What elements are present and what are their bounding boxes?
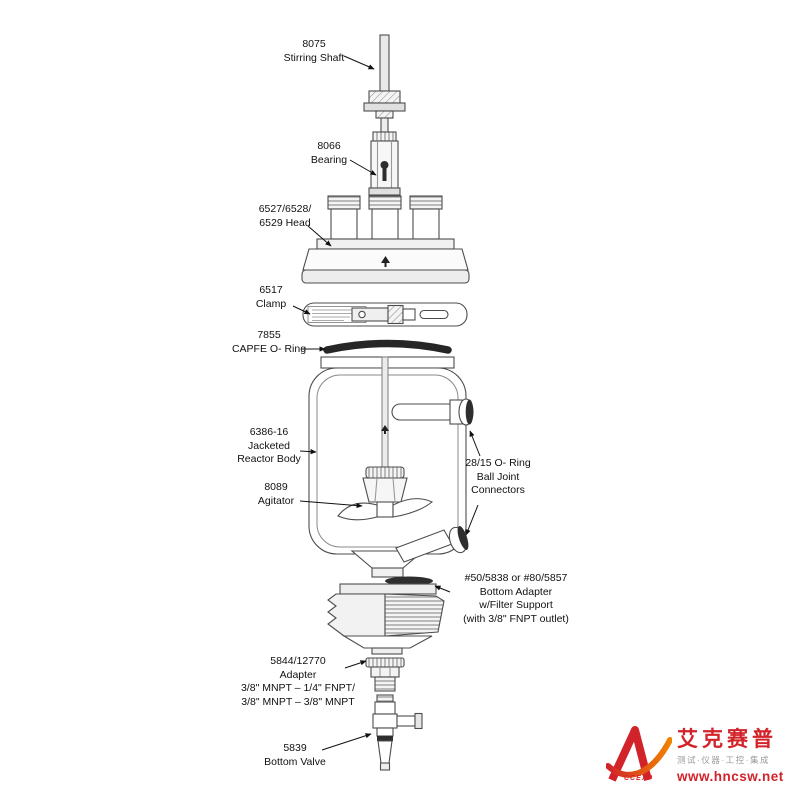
capfe-o-ring-drawing — [323, 339, 452, 354]
label-head: 6527/6528/ 6529 Head — [233, 203, 337, 230]
part-name: Stirring Shaft — [283, 51, 345, 64]
label-bearing: 8066 Bearing — [283, 140, 375, 167]
brand-tagline: 测试·仪器·工控·集成 — [677, 755, 770, 765]
shaft-coupling-drawing — [363, 90, 406, 133]
part-number: #50/5838 or #80/5857 — [464, 572, 568, 584]
part-name: Jacketed — [247, 439, 291, 452]
logo-a-icon — [605, 726, 673, 782]
leader-lines — [292, 55, 481, 751]
part-name: w/Filter Support — [479, 599, 553, 611]
ball-joint-upper-drawing — [449, 398, 474, 426]
label-clamp: 6517 Clamp — [225, 284, 317, 311]
part-name: Bearing — [310, 153, 348, 166]
part-name: 3/8" MNPT – 1/4" FNPT/ — [240, 682, 356, 694]
part-name: Bottom Valve — [264, 755, 326, 768]
bottom-adapter-drawing — [327, 576, 445, 655]
part-number: 8066 — [317, 140, 341, 152]
part-number: 8075 — [302, 38, 326, 50]
part-name: Ball Joint — [476, 470, 520, 483]
part-number: 8089 — [264, 481, 288, 493]
label-agitator: 8089 Agitator — [230, 481, 322, 508]
part-number: 7855 — [257, 329, 281, 341]
part-number: 6386-16 — [249, 426, 289, 438]
part-name: Adapter — [279, 668, 317, 681]
agitator-drawing — [337, 466, 434, 521]
ball-joint-lower-drawing — [395, 526, 469, 563]
part-name: Connectors — [471, 484, 525, 496]
reactor-head-drawing — [301, 195, 470, 284]
part-number: 5844/12770 — [270, 655, 326, 667]
logo-letters: CCEXP — [624, 775, 654, 782]
part-name: 3/8" MNPT – 3/8" MNPT — [241, 695, 355, 708]
label-bottom-adapter: #50/5838 or #80/5857 Bottom Adapter w/Fi… — [437, 572, 595, 626]
brand-logo: CCEXP 艾克赛普 测试·仪器·工控·集成 www.hncsw.net — [605, 724, 796, 788]
part-name: 28/15 O- Ring — [465, 457, 531, 469]
stirring-shaft-drawing — [379, 34, 390, 92]
label-capfe-o-ring: 7855 CAPFE O- Ring — [206, 329, 332, 356]
part-number: 6527/6528/ — [258, 203, 312, 215]
label-bottom-valve: 5839 Bottom Valve — [247, 742, 343, 769]
brand-url: www.hncsw.net — [677, 769, 784, 784]
brand-name: 艾克赛普 — [677, 728, 777, 751]
bearing-drawing — [368, 131, 401, 196]
part-name: Agitator — [257, 494, 295, 507]
brand-logo-text: 艾克赛普 测试·仪器·工控·集成 www.hncsw.net — [677, 724, 784, 784]
part-name: Bottom Adapter — [479, 585, 553, 598]
adapter-drawing — [365, 657, 405, 692]
label-ball-joint-connectors: 28/15 O- Ring Ball Joint Connectors — [445, 457, 551, 498]
clamp-drawing — [302, 302, 468, 327]
part-name: (with 3/8" FNPT outlet) — [463, 612, 569, 625]
label-adapter: 5844/12770 Adapter 3/8" MNPT – 1/4" FNPT… — [222, 655, 374, 709]
part-name: Reactor Body — [237, 453, 301, 465]
part-name: CAPFE O- Ring — [231, 342, 307, 355]
label-stirring-shaft: 8075 Stirring Shaft — [262, 38, 366, 65]
label-reactor-body: 6386-16 Jacketed Reactor Body — [213, 426, 325, 467]
part-number: 5839 — [283, 742, 307, 754]
part-name: 6529 Head — [259, 216, 311, 229]
brand-logo-mark: CCEXP — [605, 724, 673, 788]
bottom-valve-drawing — [372, 694, 423, 771]
part-name: Clamp — [255, 297, 287, 310]
part-number: 6517 — [259, 284, 283, 296]
